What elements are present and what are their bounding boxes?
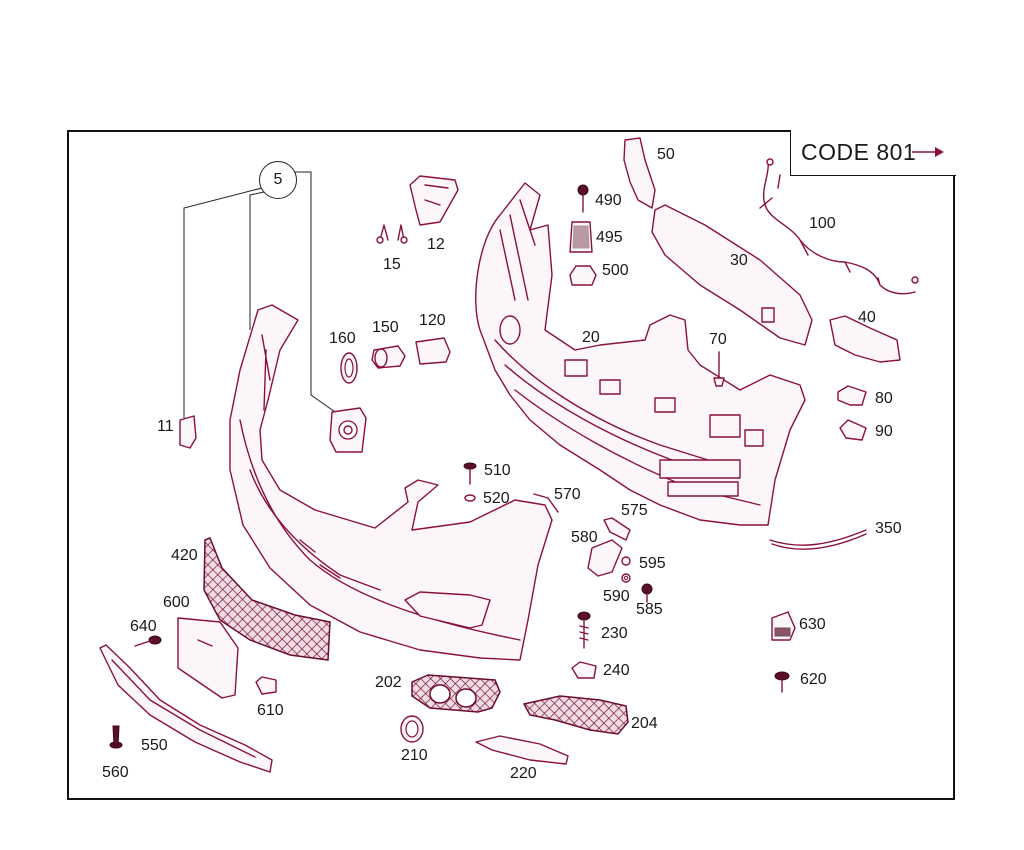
part-label-240: 240 <box>603 662 630 679</box>
cap-11 <box>179 415 197 449</box>
part-label-420: 420 <box>171 547 198 564</box>
part-label-12: 12 <box>427 236 445 253</box>
part-label-630: 630 <box>799 616 826 633</box>
part-label-40: 40 <box>858 309 876 326</box>
bolt-510 <box>463 462 477 485</box>
bumper-cover <box>229 304 553 661</box>
trim-strip-220 <box>475 735 569 765</box>
part-label-575: 575 <box>621 502 648 519</box>
wiring-harness-100 <box>759 159 916 295</box>
part-label-640: 640 <box>130 618 157 635</box>
part-label-50: 50 <box>657 146 675 163</box>
bumper-carrier <box>475 182 806 526</box>
diagram-frame <box>67 130 955 800</box>
pin-70 <box>713 351 725 387</box>
callout-leaders <box>183 171 339 418</box>
screw-230 <box>577 611 591 649</box>
part-label-15: 15 <box>383 256 401 273</box>
callout-group-5: 5 <box>259 161 297 199</box>
nut-595 <box>621 556 631 566</box>
bolt-585 <box>641 583 653 603</box>
part-label-510: 510 <box>484 462 511 479</box>
part-label-550: 550 <box>141 737 168 754</box>
part-label-570: 570 <box>554 486 581 503</box>
spoiler-lip-550 <box>99 644 273 773</box>
part-label-495: 495 <box>596 229 623 246</box>
part-label-70: 70 <box>709 331 727 348</box>
part-label-150: 150 <box>372 319 399 336</box>
push-pin-560 <box>109 725 123 749</box>
part-label-30: 30 <box>730 252 748 269</box>
part-label-585: 585 <box>636 601 663 618</box>
nut-240 <box>571 661 597 679</box>
part-label-230: 230 <box>601 625 628 642</box>
clip-90 <box>839 419 867 441</box>
part-label-120: 120 <box>419 312 446 329</box>
arrow-right-icon <box>912 147 944 157</box>
part-label-90: 90 <box>875 423 893 440</box>
washer-520 <box>464 494 476 502</box>
code-box: CODE 801 <box>790 130 956 176</box>
nut-500 <box>569 265 597 286</box>
screw-620 <box>774 671 790 693</box>
part-label-202: 202 <box>375 674 402 691</box>
part-label-600: 600 <box>163 594 190 611</box>
part-label-11: 11 <box>157 418 174 435</box>
part-label-100: 100 <box>809 215 836 232</box>
clips-15 <box>376 224 408 244</box>
part-label-204: 204 <box>631 715 658 732</box>
part-label-610: 610 <box>257 702 284 719</box>
absorber-40 <box>829 315 901 363</box>
part-label-560: 560 <box>102 764 129 781</box>
fog-grille-204 <box>522 695 629 735</box>
screw-490 <box>577 184 589 213</box>
part-label-590: 590 <box>603 588 630 605</box>
part-label-350: 350 <box>875 520 902 537</box>
part-label-520: 520 <box>483 490 510 507</box>
cap-120 <box>415 337 451 365</box>
part-label-580: 580 <box>571 529 598 546</box>
bracket-575 <box>603 517 631 541</box>
part-label-595: 595 <box>639 555 666 572</box>
plate-bracket-600 <box>177 617 239 699</box>
fog-grille-202 <box>411 674 501 713</box>
bracket-580 <box>587 539 623 577</box>
clip-80 <box>837 385 867 406</box>
screw-640 <box>134 635 162 647</box>
lower-grille-420 <box>203 537 331 661</box>
part-label-210: 210 <box>401 747 428 764</box>
part-label-620: 620 <box>800 671 827 688</box>
part-label-500: 500 <box>602 262 629 279</box>
code-label: CODE 801 <box>801 139 917 165</box>
part-label-220: 220 <box>510 765 537 782</box>
part-label-490: 490 <box>595 192 622 209</box>
nut-610 <box>255 676 277 695</box>
trim-strip-350 <box>769 529 867 546</box>
sleeve-495 <box>569 221 593 253</box>
part-label-80: 80 <box>875 390 893 407</box>
part-label-160: 160 <box>329 330 356 347</box>
bracket-50 <box>623 137 656 209</box>
part-label-20: 20 <box>582 329 600 346</box>
strip-570 <box>533 493 559 513</box>
